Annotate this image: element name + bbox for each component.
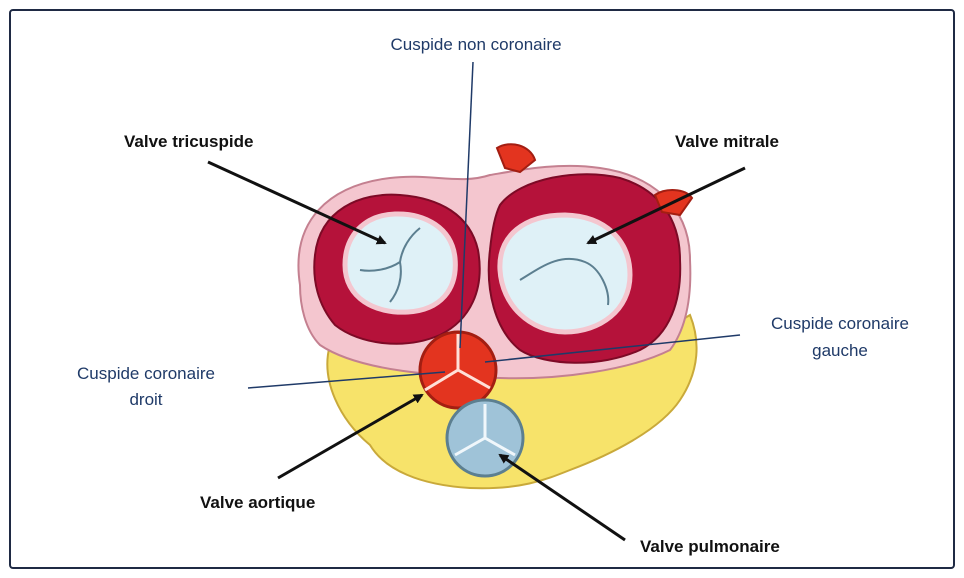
label-valve-mitrale: Valve mitrale (675, 132, 779, 151)
label-valve-tricuspide: Valve tricuspide (124, 132, 253, 151)
label-cuspide-non-coronaire: Cuspide non coronaire (390, 35, 561, 54)
label-cuspide-coronaire-droit-line2: droit (129, 390, 162, 409)
label-cuspide-coronaire-gauche-line2: gauche (812, 341, 868, 360)
aortic-valve (420, 332, 496, 408)
tricuspid-valve (345, 214, 455, 312)
label-cuspide-coronaire-gauche-line1: Cuspide coronaire (771, 314, 909, 333)
label-valve-aortique: Valve aortique (200, 493, 315, 512)
label-cuspide-coronaire-droit-line1: Cuspide coronaire (77, 364, 215, 383)
label-valve-pulmonaire: Valve pulmonaire (640, 537, 780, 556)
